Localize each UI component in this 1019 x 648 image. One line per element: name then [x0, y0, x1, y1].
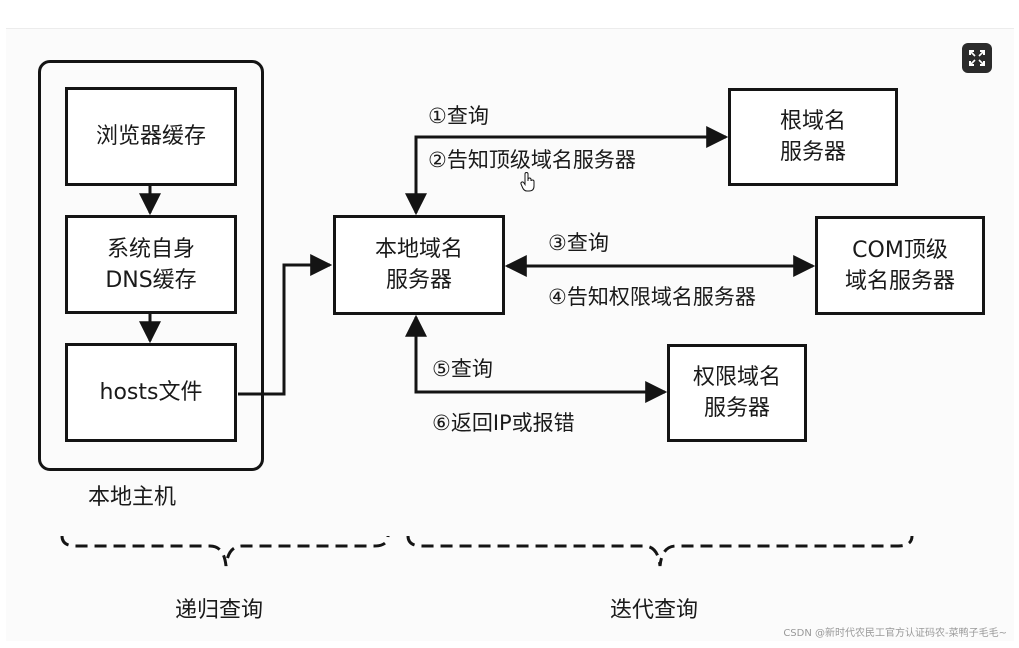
root-dns-node: 根域名 服务器 — [728, 88, 898, 186]
hand-cursor-icon — [520, 172, 535, 192]
edge-label-step6: ⑥返回IP或报错 — [432, 411, 575, 435]
edge-label-step4: ④告知权限域名服务器 — [548, 285, 756, 309]
local-dns-node: 本地域名 服务器 — [333, 215, 505, 315]
local-host-label: 本地主机 — [88, 485, 177, 510]
system-dns-cache-node: 系统自身 DNS缓存 — [65, 215, 237, 314]
top-strip — [0, 0, 1019, 28]
recursive-query-label: 递归查询 — [175, 598, 264, 623]
edge-label-step1: ①查询 — [428, 104, 489, 128]
edge-label-step2: ②告知顶级域名服务器 — [428, 148, 636, 172]
authoritative-dns-node: 权限域名 服务器 — [667, 344, 807, 442]
com-tld-node: COM顶级 域名服务器 — [815, 216, 985, 315]
browser-cache-node: 浏览器缓存 — [65, 87, 237, 186]
edge-label-step3: ③查询 — [548, 231, 609, 255]
brace-recursive — [60, 535, 390, 567]
hosts-file-node: hosts文件 — [65, 343, 237, 442]
iterative-query-label: 迭代查询 — [610, 598, 699, 623]
edge-label-step5: ⑤查询 — [432, 357, 493, 381]
expand-button[interactable] — [962, 43, 992, 73]
brace-iterative — [406, 535, 914, 567]
arrow-local-dns-root — [405, 126, 729, 216]
arrow-local-dns-authoritative — [405, 314, 668, 403]
watermark-footer: CSDN @新时代农民工官方认证码农-菜鸭子毛毛~ — [783, 628, 1007, 639]
expand-icon — [969, 50, 985, 66]
local-host-group — [38, 60, 264, 471]
